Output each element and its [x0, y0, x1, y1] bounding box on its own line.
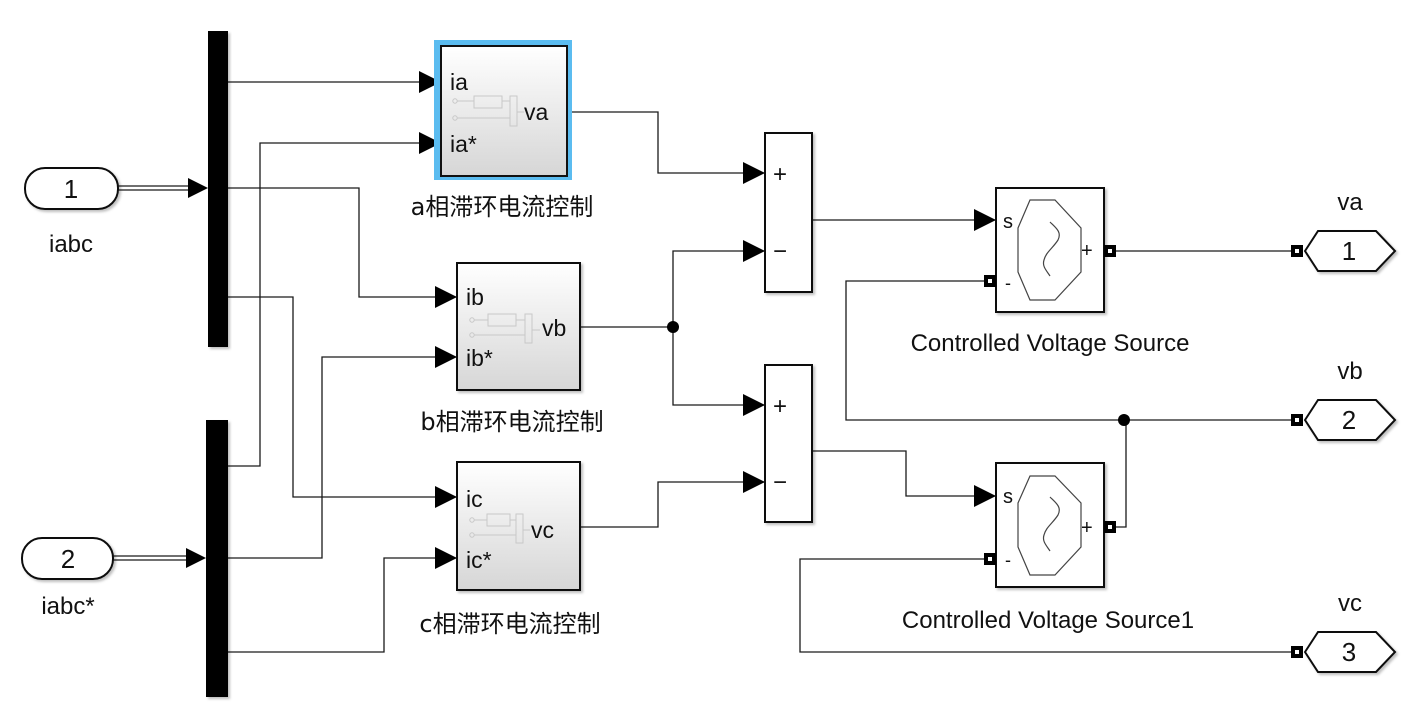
outport-2-number: 2: [1342, 405, 1356, 435]
port-va: va: [524, 99, 549, 125]
wire-ib[interactable]: [228, 187, 457, 308]
controller-c[interactable]: ic ic* vc: [456, 461, 581, 591]
outport-3[interactable]: 3: [1291, 631, 1397, 673]
port-ia: ia: [450, 69, 468, 95]
controlled-voltage-source[interactable]: s + -: [984, 187, 1116, 313]
wire-cvs2-plus[interactable]: [1116, 420, 1127, 528]
outport-3-number: 3: [1342, 637, 1356, 667]
inport-1[interactable]: 1: [24, 167, 119, 210]
bus-iabc[interactable]: [118, 178, 208, 198]
hysteresis-icon: [469, 313, 540, 344]
voltage-source-icon: [1017, 199, 1082, 301]
cvs2-s-port: s: [1003, 486, 1013, 508]
junction-vb: [667, 321, 679, 333]
port-marker: [988, 557, 992, 561]
sum-1-plus: +: [773, 161, 787, 188]
sum-2-minus: −: [773, 469, 787, 496]
port-marker: [988, 279, 992, 283]
voltage-source-icon: [1017, 475, 1082, 576]
controller-b-label: b相滞环电流控制: [420, 408, 603, 436]
wire-vc-out[interactable]: [799, 558, 1293, 653]
demux-iabc-star[interactable]: [206, 420, 228, 697]
junction-vb-out: [1118, 414, 1130, 426]
inport-1-label: iabc: [49, 231, 93, 258]
wire-ib-star[interactable]: [228, 346, 457, 559]
inport-2-number: 2: [61, 544, 75, 574]
sum-1-minus: −: [773, 238, 787, 265]
sum-2[interactable]: + −: [764, 364, 813, 523]
port-vb: vb: [542, 315, 566, 341]
outport-2-label: vb: [1337, 358, 1362, 385]
outport-3-label: vc: [1338, 590, 1362, 617]
hysteresis-icon: [469, 513, 530, 544]
controller-a-label: a相滞环电流控制: [411, 193, 594, 221]
controller-c-label: c相滞环电流控制: [419, 610, 600, 638]
wire-ic[interactable]: [228, 296, 457, 508]
wire-vb-out[interactable]: [845, 280, 1293, 421]
controller-b[interactable]: ib ib* vb: [456, 262, 581, 391]
cvs2-plus: +: [1081, 517, 1093, 539]
wire-vc[interactable]: [580, 471, 765, 528]
wire-ia-star[interactable]: [228, 132, 441, 467]
demux-iabc[interactable]: [208, 31, 228, 347]
port-ic: ic: [466, 486, 483, 512]
outport-1-label: va: [1337, 189, 1363, 216]
port-marker: [1108, 525, 1112, 529]
cvs1-minus: -: [1005, 273, 1011, 293]
cvs1-plus: +: [1081, 240, 1093, 262]
port-ib: ib: [466, 284, 484, 310]
controller-a[interactable]: ia ia* va: [434, 40, 572, 180]
wire-vb-to-sum1[interactable]: [580, 240, 765, 328]
wire-sum2-out[interactable]: [812, 450, 996, 507]
outport-1-number: 1: [1342, 236, 1356, 266]
sum-2-plus: +: [773, 393, 787, 420]
cvs1-s-port: s: [1003, 211, 1013, 233]
sum-1[interactable]: + −: [764, 132, 813, 293]
outport-2[interactable]: 2: [1291, 399, 1397, 441]
wire-ic-star[interactable]: [228, 547, 457, 653]
wire-vb-to-sum2[interactable]: [672, 327, 765, 416]
controlled-voltage-source-1[interactable]: s + -: [984, 462, 1116, 588]
wire-va[interactable]: [567, 111, 765, 184]
port-ic-star: ic*: [466, 547, 492, 573]
port-vc: vc: [531, 517, 554, 543]
inport-1-number: 1: [64, 174, 78, 204]
hysteresis-icon: [452, 95, 524, 127]
port-ib-star: ib*: [466, 345, 493, 371]
cvs2-minus: -: [1005, 550, 1011, 570]
port-marker: [1108, 249, 1112, 253]
bus-iabc-star[interactable]: [113, 548, 206, 568]
cvs1-label: Controlled Voltage Source: [911, 330, 1190, 357]
outport-1[interactable]: 1: [1291, 230, 1397, 272]
inport-2-label: iabc*: [41, 593, 94, 620]
inport-2[interactable]: 2: [21, 537, 114, 580]
port-ia-star: ia*: [450, 131, 477, 157]
cvs2-label: Controlled Voltage Source1: [902, 607, 1194, 634]
